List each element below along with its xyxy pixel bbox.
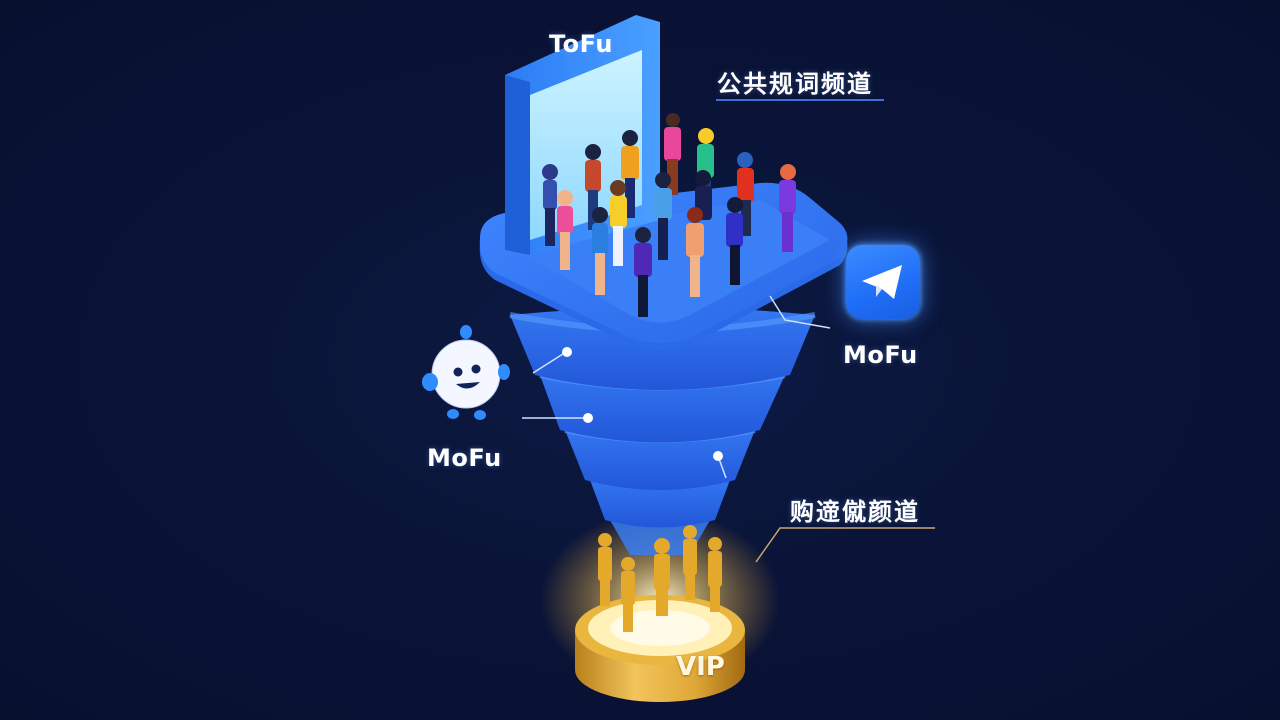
vip-pedestal xyxy=(575,525,745,702)
purchase-channel-label: 购遆僦颜道 xyxy=(790,498,920,526)
crowd xyxy=(542,113,796,317)
connectors xyxy=(522,295,831,479)
mofu-right-label: MoFu xyxy=(843,341,918,369)
purchase-connector xyxy=(755,527,935,563)
public-channel-underline xyxy=(716,99,884,101)
smiling-bot-mascot-icon xyxy=(420,322,512,426)
vip-label: VIP xyxy=(676,652,725,682)
paper-plane-app-icon xyxy=(846,245,920,319)
connector-dots xyxy=(562,347,723,461)
mofu-left-label: MoFu xyxy=(427,444,502,472)
public-channel-label: 公共规词频道 xyxy=(717,70,873,98)
tofu-label: ToFu xyxy=(549,30,613,58)
